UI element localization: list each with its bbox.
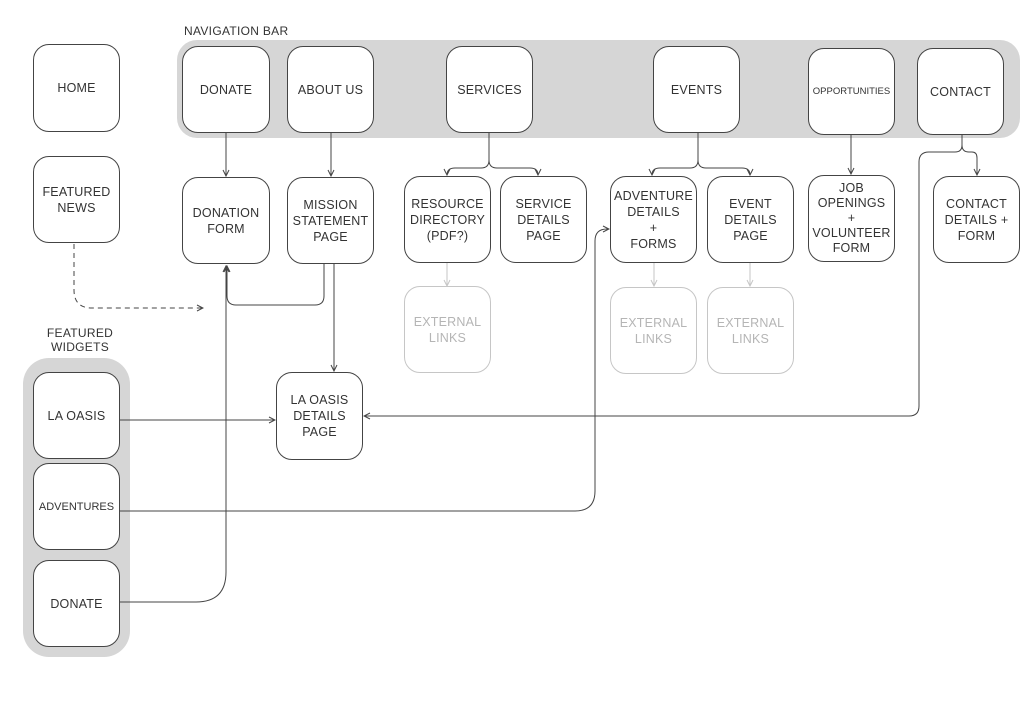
home-page-node[interactable]: HOME — [33, 44, 120, 132]
la-oasis-details-node[interactable]: LA OASIS DETAILS PAGE — [276, 372, 363, 460]
mission-statement-node[interactable]: MISSION STATEMENT PAGE — [287, 177, 374, 264]
featured-news-node[interactable]: FEATURED NEWS — [33, 156, 120, 243]
link-services-service-details — [488, 159, 538, 175]
nav-donate-node[interactable]: DONATE — [182, 46, 270, 133]
link-featured-news-dashed — [73, 244, 203, 308]
widget-donate-node[interactable]: DONATE — [33, 560, 120, 647]
nav-contact-node[interactable]: CONTACT — [917, 48, 1004, 135]
navigation-bar-label: NAVIGATION BAR — [184, 24, 289, 38]
link-services-resource-directory — [447, 133, 490, 175]
job-openings-node[interactable]: JOB OPENINGS + VOLUNTEER FORM — [808, 175, 895, 262]
link-widget-adventures — [118, 229, 609, 512]
nav-services-node[interactable]: SERVICES — [446, 46, 533, 133]
service-details-node[interactable]: SERVICE DETAILS PAGE — [500, 176, 587, 263]
nav-about-us-node[interactable]: ABOUT US — [287, 46, 374, 133]
link-contact-la-oasis — [364, 144, 963, 416]
widget-la-oasis-node[interactable]: LA OASIS — [33, 372, 120, 459]
link-events-event-details — [697, 159, 750, 175]
nav-opportunities-node[interactable]: OPPORTUNITIES — [808, 48, 895, 135]
event-details-node[interactable]: EVENT DETAILS PAGE — [707, 176, 794, 263]
adventure-details-node[interactable]: ADVENTURE DETAILS + FORMS — [610, 176, 697, 263]
link-contact-contact-details — [961, 133, 977, 175]
link-events-adventure-details — [652, 133, 699, 175]
external-links-node-events[interactable]: EXTERNAL LINKS — [707, 287, 794, 374]
widget-adventures-node[interactable]: ADVENTURES — [33, 463, 120, 550]
external-links-node-adventures[interactable]: EXTERNAL LINKS — [610, 287, 697, 374]
contact-details-node[interactable]: CONTACT DETAILS + FORM — [933, 176, 1020, 263]
external-links-node-resources[interactable]: EXTERNAL LINKS — [404, 286, 491, 373]
link-mission-donation-form — [227, 263, 325, 306]
nav-events-node[interactable]: EVENTS — [653, 46, 740, 133]
featured-widgets-label: FEATURED WIDGETS — [46, 326, 114, 354]
link-widget-donate — [118, 266, 226, 603]
resource-directory-node[interactable]: RESOURCE DIRECTORY (PDF?) — [404, 176, 491, 263]
donation-form-node[interactable]: DONATION FORM — [182, 177, 270, 264]
